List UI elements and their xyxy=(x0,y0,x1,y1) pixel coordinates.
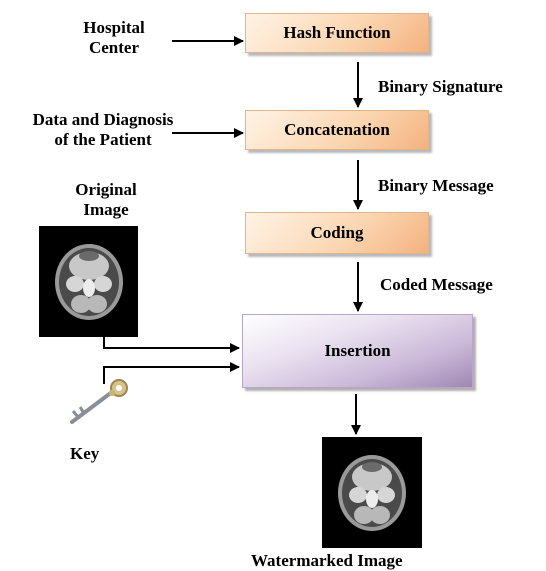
original-image-label: Original Image xyxy=(75,180,137,219)
watermarked-image-label: Watermarked Image xyxy=(251,551,403,570)
arrow-key-to-insertion xyxy=(103,362,240,384)
arrow-image-to-insertion xyxy=(103,337,240,353)
patient-data-label: Data and Diagnosis of the Patient xyxy=(32,110,174,149)
hash-function-label: Hash Function xyxy=(283,23,391,42)
original-image xyxy=(39,226,138,337)
concatenation-box: Concatenation xyxy=(245,110,429,150)
binary-signature-label: Binary Signature xyxy=(378,77,503,96)
concatenation-label: Concatenation xyxy=(284,120,390,139)
key-label: Key xyxy=(70,444,100,463)
key-icon xyxy=(70,379,128,424)
hospital-center-label: Hospital Center xyxy=(83,18,145,57)
watermarked-image xyxy=(322,437,422,548)
insertion-box: Insertion xyxy=(242,314,473,388)
insertion-label: Insertion xyxy=(324,341,391,360)
coding-box: Coding xyxy=(245,212,429,254)
coding-label: Coding xyxy=(310,223,364,242)
binary-message-label: Binary Message xyxy=(378,176,494,195)
hash-function-box: Hash Function xyxy=(245,13,429,53)
coded-message-label: Coded Message xyxy=(380,275,493,294)
